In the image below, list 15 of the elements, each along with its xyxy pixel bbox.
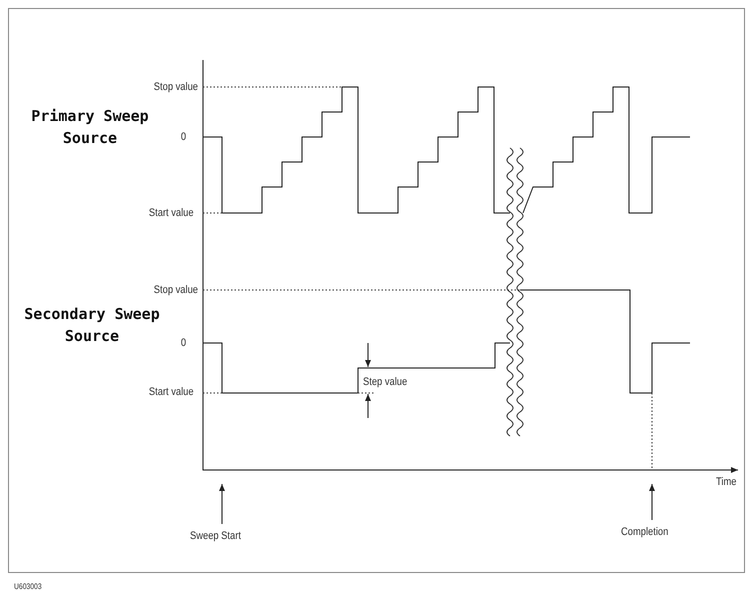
waveform-title: Primary Sweep Source <box>30 106 150 149</box>
waveform-title: Secondary Sweep Source <box>23 304 161 347</box>
figure-id: U603003 <box>14 581 42 591</box>
time-marker-label: Completion <box>621 526 668 539</box>
axis-value-label: 0 <box>180 337 186 350</box>
axis-value-label: Start value <box>149 207 194 220</box>
axis-value-label: Start value <box>149 386 194 399</box>
axis-value-label: Stop value <box>154 284 198 297</box>
axis-label: Time <box>716 476 736 489</box>
axis-value-label: Stop value <box>154 81 198 94</box>
pointer-arrow <box>219 484 225 524</box>
axis-value-label: 0 <box>180 131 186 144</box>
pointer-arrow <box>649 484 655 520</box>
time-marker-label: Sweep Start <box>190 530 241 543</box>
dimension-label: Step value <box>363 376 408 389</box>
